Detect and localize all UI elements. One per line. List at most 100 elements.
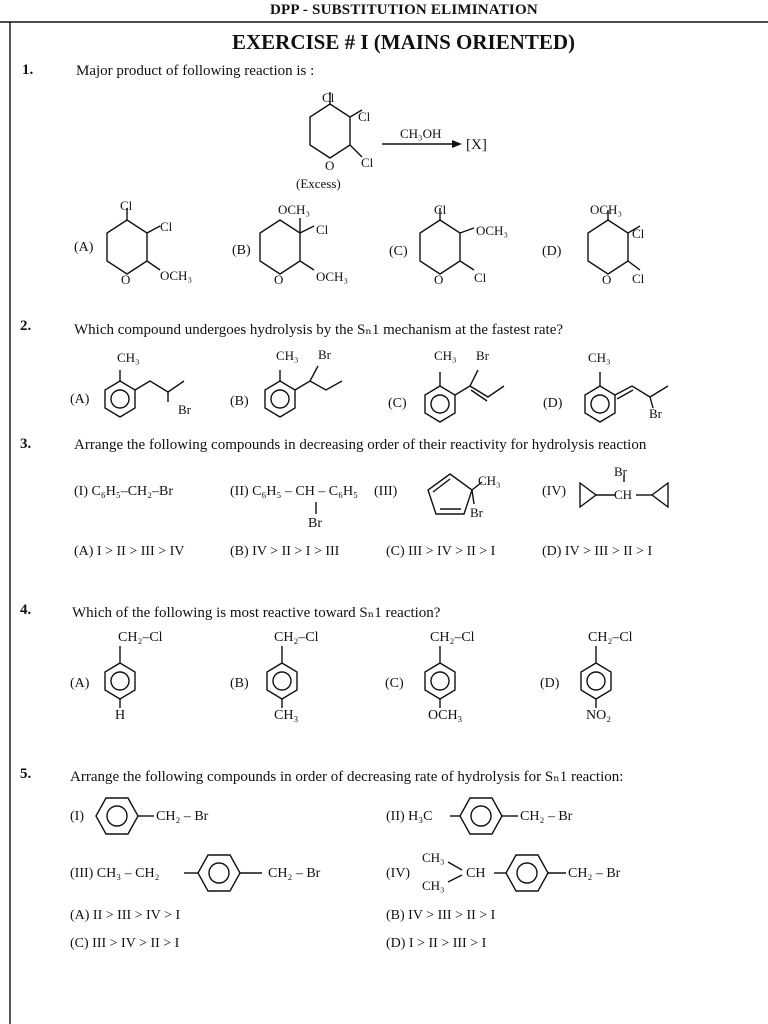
q1c-cl-top: Cl xyxy=(434,202,447,217)
q5-compound-4-label: (IV) xyxy=(386,866,411,881)
exercise-title: EXERCISE # I (MAINS ORIENTED) xyxy=(232,30,576,54)
q1-product: [X] xyxy=(466,137,487,153)
q4-option-a[interactable]: (A) xyxy=(70,676,90,691)
q5-answer-a[interactable]: (A) II > III > IV > I xyxy=(70,908,181,923)
q1-reagent: CH₃OH xyxy=(400,126,441,141)
q4c-bottom: OCH₃ xyxy=(428,708,463,723)
q5-c4-ch3-bottom: CH₃ xyxy=(422,878,445,893)
q3-answer-a[interactable]: (A) I > II > III > IV xyxy=(74,544,185,559)
q4b-bottom: CH₃ xyxy=(274,708,299,723)
q3-compound-4-label: (IV) xyxy=(542,484,567,499)
q1-option-d[interactable]: (D) xyxy=(542,244,562,259)
q2c-br: Br xyxy=(476,348,490,363)
q5-answer-b[interactable]: (B) IV > III > II > I xyxy=(386,908,496,923)
q3-c3-br: Br xyxy=(470,505,484,520)
q2-option-a[interactable]: (A) xyxy=(70,392,90,407)
q5-ring-2 xyxy=(450,797,518,835)
q5-c2-ch2br: CH₂ – Br xyxy=(520,809,573,824)
q2-option-d-structure: CH₃ Br xyxy=(584,350,669,423)
q2d-ch3: CH₃ xyxy=(588,350,611,365)
q1-option-b-structure: OCH₃ Cl OCH₃ O xyxy=(259,202,348,287)
q1d-och3: OCH₃ xyxy=(590,202,622,217)
q2-option-b-structure: CH₃ Br xyxy=(264,347,343,418)
q5-ring-1 xyxy=(95,797,154,835)
q1b-o: O xyxy=(274,272,283,287)
q4-option-c[interactable]: (C) xyxy=(385,676,404,691)
q3-c4-br: Br xyxy=(614,464,628,479)
q3-answer-c[interactable]: (C) III > IV > II > I xyxy=(386,544,496,559)
q2-option-b[interactable]: (B) xyxy=(230,394,249,409)
q4a-bottom: H xyxy=(115,708,126,723)
q4b-top: CH₂–Cl xyxy=(274,630,319,645)
q1c-och3: OCH₃ xyxy=(476,223,508,238)
q4-ring-b xyxy=(266,646,298,708)
q5-c3-ch2br: CH₂ – Br xyxy=(268,866,321,881)
q1-option-a-structure: Cl Cl OCH₃ O xyxy=(106,198,192,287)
q2-text: Which compound undergoes hydrolysis by t… xyxy=(74,322,564,338)
q1b-cl: Cl xyxy=(316,222,329,237)
q5-compound-3-label: (III) CH₃ – CH₂ xyxy=(70,866,160,881)
q1a-cl-right: Cl xyxy=(160,219,173,234)
q1-reactant-cl-top: Cl xyxy=(322,90,335,105)
q5-ring-3 xyxy=(184,854,262,892)
q1-reactant: Cl Cl Cl O xyxy=(309,90,374,173)
q4-ring-a xyxy=(104,646,136,708)
q1-arrowhead xyxy=(452,140,462,148)
q2d-br: Br xyxy=(649,406,663,421)
q1b-och3-top: OCH₃ xyxy=(278,202,310,217)
q3-compound-4-structure: Br CH xyxy=(579,464,669,509)
q1b-och3-bottom: OCH₃ xyxy=(316,269,348,284)
q1-text: Major product of following reaction is : xyxy=(76,63,315,79)
q4-option-b[interactable]: (B) xyxy=(230,676,249,691)
q1a-cl-top: Cl xyxy=(120,198,133,213)
q1-option-b[interactable]: (B) xyxy=(232,243,251,258)
q1d-o: O xyxy=(602,272,611,287)
header-title: DPP - SUBSTITUTION ELIMINATION xyxy=(270,2,538,18)
q4-option-d[interactable]: (D) xyxy=(540,676,560,691)
q1-excess: (Excess) xyxy=(296,176,341,191)
q5-compound-2-label: (II) H₃C xyxy=(386,809,433,824)
q2-option-c[interactable]: (C) xyxy=(388,396,407,411)
q3-answer-b[interactable]: (B) IV > II > I > III xyxy=(230,544,340,559)
q5-answer-c[interactable]: (C) III > IV > II > I xyxy=(70,936,180,951)
q1c-o: O xyxy=(434,272,443,287)
q2-option-d[interactable]: (D) xyxy=(543,396,563,411)
q1-reactant-cl-bottom: Cl xyxy=(361,155,374,170)
q2a-ch3: CH₃ xyxy=(117,350,140,365)
q5-answer-d[interactable]: (D) I > II > III > I xyxy=(386,936,487,951)
q2c-ch3: CH₃ xyxy=(434,348,457,363)
q3-compound-1: (I) C₆H₅–CH₂–Br xyxy=(74,484,174,499)
q4c-top: CH₂–Cl xyxy=(430,630,475,645)
q1-option-c-structure: Cl OCH₃ Cl O xyxy=(419,202,508,287)
q1-option-c[interactable]: (C) xyxy=(389,244,408,259)
q1-reactant-o: O xyxy=(325,158,334,173)
q2b-br: Br xyxy=(318,347,332,362)
q3-c4-ch: CH xyxy=(614,487,632,502)
q1d-cl-bottom: Cl xyxy=(632,271,645,286)
q3-compound-2-br: Br xyxy=(308,516,322,531)
q3-answer-d[interactable]: (D) IV > III > II > I xyxy=(542,544,653,559)
q5-compound-1-label: (I) xyxy=(70,809,84,824)
q2-option-a-structure: CH₃ Br xyxy=(104,350,192,418)
q3-text: Arrange the following compounds in decre… xyxy=(74,437,647,453)
q1a-och3: OCH₃ xyxy=(160,268,192,283)
q5-c4-ch: CH xyxy=(466,866,486,881)
q3-compound-2: (II) C₆H₅ – CH – C₆H₅ xyxy=(230,484,359,499)
q4-text: Which of the following is most reactive … xyxy=(72,605,441,621)
q4d-top: CH₂–Cl xyxy=(588,630,633,645)
q1-option-d-structure: OCH₃ Cl Cl O xyxy=(587,202,645,287)
q5-number: 5. xyxy=(20,766,32,782)
q5-text: Arrange the following compounds in order… xyxy=(70,769,624,785)
q5-c4-ch2br: CH₂ – Br xyxy=(568,866,621,881)
q3-compound-3-structure: CH₃ Br xyxy=(427,473,501,520)
q3-compound-3-label: (III) xyxy=(374,484,398,499)
q1-option-a[interactable]: (A) xyxy=(74,240,94,255)
q5-c4-ch3-top: CH₃ xyxy=(422,850,445,865)
q4-ring-c xyxy=(424,646,456,708)
q1-number: 1. xyxy=(22,62,34,78)
